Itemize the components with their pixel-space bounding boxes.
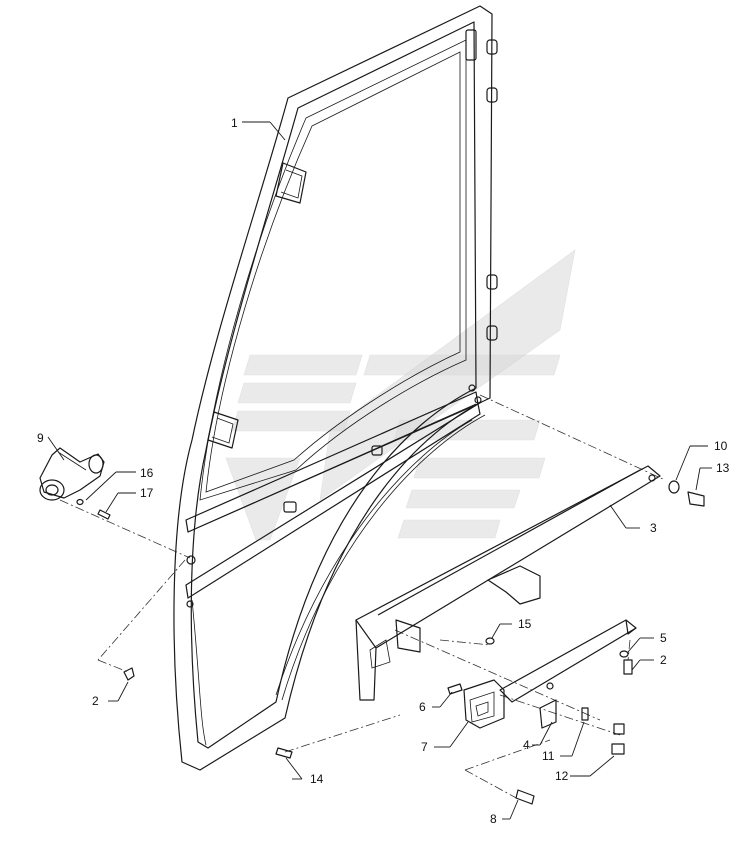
callout-7: 7 [421,740,428,754]
latch-rod-part-4 [499,619,637,729]
washer-bolt-parts-10-13 [668,480,705,507]
callout-14: 14 [310,772,324,786]
fasteners-parts-11-12 [581,707,625,755]
striker-bar-part-3 [355,465,661,701]
callout-9: 9 [37,431,44,445]
callout-10: 10 [714,439,728,453]
callout-12: 12 [555,769,569,783]
screw-part-2 [123,659,633,681]
callout-15: 15 [518,617,532,631]
lock-housing-part-7 [463,679,505,729]
callout-16: 16 [140,466,154,480]
callout-8: 8 [490,812,497,826]
screw-part-14 [275,747,293,759]
callout-11: 11 [542,749,555,763]
callout-1: 1 [231,116,238,130]
callout-6: 6 [419,700,426,714]
callout-4: 4 [523,738,530,752]
watermark-logo [225,249,576,541]
callout-5: 5 [660,631,667,645]
bolt-part-8 [515,789,535,805]
door-frame-part-1 [173,5,498,771]
washer-parts-5-15 [485,637,629,658]
callout-3: 3 [650,521,657,535]
grip-handle-part-9 [39,447,105,501]
callout-2b: 2 [660,653,667,667]
callout-13: 13 [716,461,730,475]
washer-screw-parts-16-17 [76,498,111,520]
callout-2a: 2 [92,694,99,708]
callout-17: 17 [140,486,154,500]
callout-labels: 1 9 16 17 2 10 13 3 15 5 2 6 7 4 11 12 1… [37,116,730,826]
pin-part-6 [447,683,463,695]
callout-leaders [47,121,712,820]
